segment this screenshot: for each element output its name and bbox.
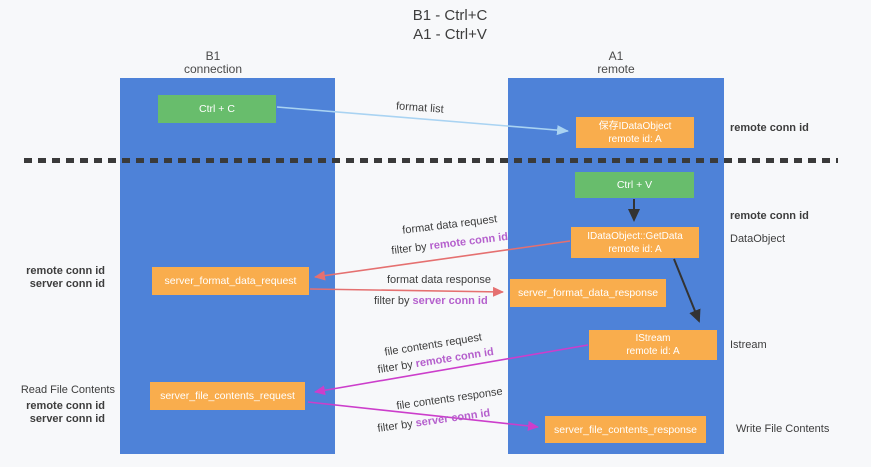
label-format-data-response: format data response	[387, 274, 491, 286]
annotation-remote-conn-id-left-1: remote conn id	[26, 265, 105, 277]
label-filter-by-server-conn-id-1: filter by server conn id	[374, 295, 488, 307]
filter-by-text: filter by	[390, 240, 431, 258]
node-istream-line1: IStream	[635, 333, 671, 344]
node-server-format-data-response: server_format_data_response	[510, 279, 666, 307]
remote-conn-id-text: remote conn id	[428, 230, 509, 253]
node-ctrl-v: Ctrl + V	[575, 172, 694, 198]
title-line-1: B1 - Ctrl+C	[412, 7, 488, 24]
annotation-write-file-contents: Write File Contents	[736, 423, 830, 435]
separator-dashed-line	[24, 158, 838, 163]
node-file-request-label: server_file_contents_request	[160, 390, 295, 402]
node-ctrl-c-label: Ctrl + C	[199, 103, 235, 115]
node-server-file-contents-response: server_file_contents_response	[545, 416, 706, 443]
lane-header-a1: A1 remote	[508, 50, 724, 76]
lane-a1-subtitle: remote	[597, 62, 635, 76]
annotation-server-conn-id-left-1: server conn id	[29, 278, 105, 290]
lane-header-b1: B1 connection	[123, 50, 303, 76]
server-conn-id-text: server conn id	[414, 407, 492, 430]
label-filter-by-server-conn-id-2: filter by server conn id	[377, 407, 491, 435]
filter-by-text: filter by	[374, 295, 413, 307]
lane-a1-title: A1	[608, 49, 624, 63]
annotation-remote-conn-id-left-2: remote conn id	[26, 400, 105, 412]
node-server-format-data-request: server_format_data_request	[152, 267, 309, 295]
node-idataobject-getdata: IDataObject::GetData remote id: A	[571, 227, 699, 258]
annotation-dataobject: DataObject	[730, 233, 786, 245]
lane-b1-subtitle: connection	[183, 62, 243, 76]
diagram-title: B1 - Ctrl+C A1 - Ctrl+V	[300, 6, 600, 44]
node-save-line1: 保存IDataObject	[598, 120, 672, 132]
title-line-2: A1 - Ctrl+V	[413, 26, 487, 43]
node-server-file-contents-request: server_file_contents_request	[150, 382, 305, 410]
node-ctrl-v-label: Ctrl + V	[616, 179, 653, 191]
annotation-remote-conn-id-top-right: remote conn id	[730, 122, 809, 134]
filter-by-text: filter by	[376, 358, 417, 377]
annotation-read-file-contents: Read File Contents	[20, 384, 115, 396]
node-save-idataobject: 保存IDataObject remote id: A	[576, 117, 694, 148]
server-conn-id-text: server conn id	[412, 295, 488, 307]
node-getdata-line1: IDataObject::GetData	[587, 230, 683, 242]
label-format-list: format list	[395, 100, 445, 116]
node-file-response-label: server_file_contents_response	[553, 423, 697, 436]
node-format-response-label: server_format_data_response	[517, 287, 659, 299]
annotation-server-conn-id-left-2: server conn id	[29, 413, 105, 425]
node-istream-line2: remote id: A	[626, 346, 680, 357]
annotation-istream: Istream	[730, 339, 767, 351]
node-getdata-line2: remote id: A	[608, 243, 662, 255]
node-format-request-label: server_format_data_request	[164, 275, 297, 287]
node-save-line2: remote id: A	[608, 133, 662, 145]
node-ctrl-c: Ctrl + C	[158, 95, 276, 123]
lane-b1-title: B1	[205, 49, 221, 63]
node-istream: IStream remote id: A	[589, 330, 717, 360]
annotation-remote-conn-id-mid-right: remote conn id	[730, 210, 809, 222]
arrow-format-data-response	[309, 286, 504, 297]
filter-by-text: filter by	[376, 417, 417, 435]
